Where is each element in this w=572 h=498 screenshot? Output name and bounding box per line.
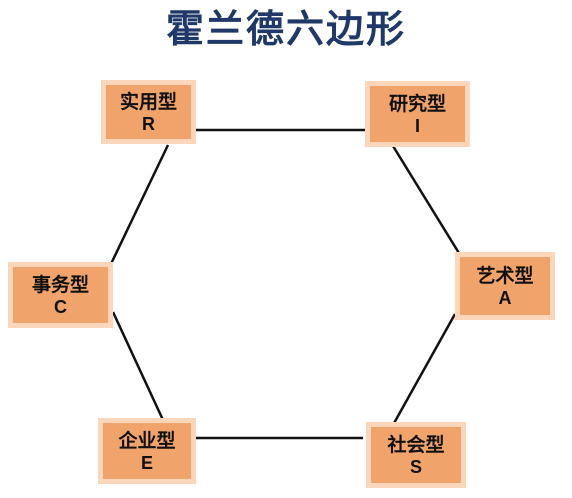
node-conventional-code: C [54, 296, 67, 317]
node-realistic-code: R [142, 113, 155, 134]
node-realistic-name: 实用型 [119, 90, 177, 113]
edge-a-s [391, 313, 457, 426]
node-enterprising-code: E [140, 452, 153, 473]
node-artistic: 艺术型 A [455, 252, 555, 320]
node-investigative-code: I [414, 115, 420, 136]
node-artistic-name: 艺术型 [476, 264, 534, 287]
edge-e-c [111, 311, 165, 421]
node-enterprising: 企业型 E [98, 418, 196, 484]
node-social-code: S [409, 456, 422, 477]
node-conventional: 事务型 C [8, 262, 113, 328]
node-social: 社会型 S [366, 422, 466, 488]
edge-c-r [108, 144, 170, 267]
node-investigative-name: 研究型 [388, 92, 446, 115]
node-social-name: 社会型 [387, 433, 445, 456]
page-title: 霍兰德六边形 [165, 7, 406, 51]
node-investigative: 研究型 I [365, 81, 470, 147]
node-conventional-name: 事务型 [31, 273, 89, 296]
node-realistic: 实用型 R [101, 80, 196, 144]
node-enterprising-name: 企业型 [118, 429, 176, 452]
edge-i-a [391, 145, 464, 259]
node-artistic-code: A [498, 287, 512, 308]
